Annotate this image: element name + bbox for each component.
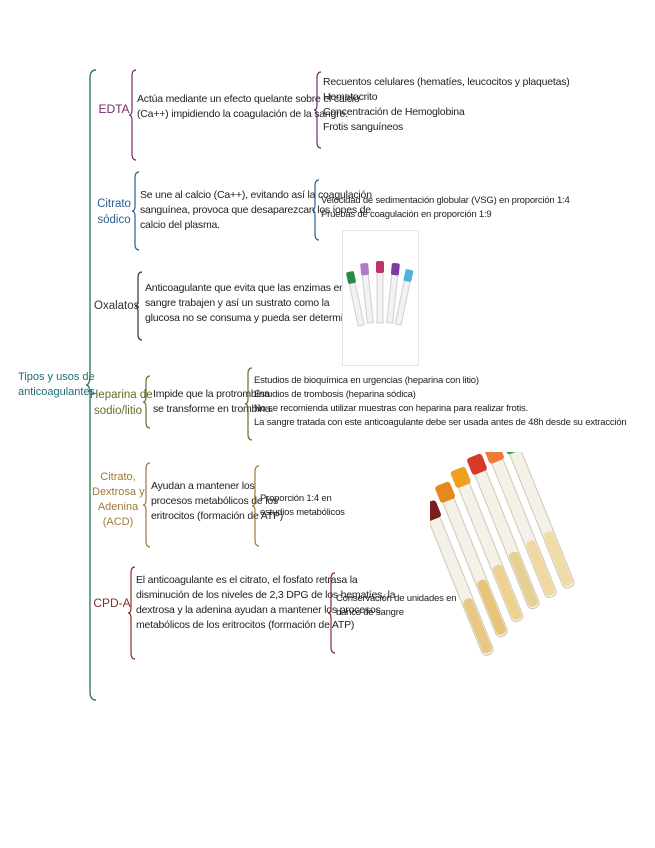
bracket-edta-desc: [128, 69, 137, 161]
label-oxalatos: Oxalatos: [94, 300, 140, 312]
main-bracket: [85, 69, 97, 701]
label-citrato-sodico: Citrato sódico: [97, 198, 131, 226]
label-heparina: Heparina de sodio/litio: [90, 389, 153, 417]
tubes-large-illustration: [421, 433, 575, 656]
root-label: Tipos y usos de anticoagulantes: [18, 370, 96, 400]
bracket-cpda-uses: [327, 572, 336, 654]
bracket-acd-desc: [142, 462, 151, 548]
uses-acd: Proporción 1:4 en estudios metabólicos: [260, 493, 345, 518]
desc-oxalatos: Anticoagulante que evita que las enzimas…: [145, 282, 366, 324]
uses-cpda: Conservación de unidades en banco de san…: [336, 593, 457, 618]
desc-edta: Actúa mediante un efecto quelante sobre …: [137, 93, 360, 120]
bracket-cpda-desc: [127, 566, 136, 660]
uses-citrato-sodico: Velocidad de sedimentación globular (VSG…: [321, 195, 570, 220]
label-cpda: CPD-A: [93, 596, 131, 610]
label-edta: EDTA: [98, 102, 130, 116]
vacutainer-tubes-photo: [342, 230, 419, 366]
uses-heparina: Estudios de bioquímica en urgencias (hep…: [254, 375, 627, 428]
root-label-line-2: anticoagulantes: [18, 386, 96, 398]
blood-collection-tubes-photo: [421, 433, 580, 674]
bracket-acd-uses: [251, 465, 260, 547]
root-label-line-1: Tipos y usos de: [18, 371, 95, 383]
desc-citrato-sodico: Se une al calcio (Ca++), evitando así la…: [140, 189, 372, 231]
label-acd: Citrato, Dextrosa y Adenina (ACD): [92, 471, 145, 528]
bracket-heparina-uses: [244, 367, 253, 441]
desc-acd: Ayudan a mantener los procesos metabólic…: [151, 480, 284, 522]
bracket-citrato-uses: [311, 179, 320, 241]
bracket-oxalatos-desc: [134, 271, 143, 341]
tubes-small-illustration: [346, 261, 414, 327]
bracket-edta-uses: [313, 71, 322, 149]
bracket-heparina-desc: [142, 375, 151, 429]
desc-heparina: Impide que la protrombina se transforme …: [153, 388, 274, 415]
bracket-citrato-desc: [131, 171, 140, 251]
uses-edta: Recuentos celulares (hematíes, leucocito…: [323, 76, 570, 133]
